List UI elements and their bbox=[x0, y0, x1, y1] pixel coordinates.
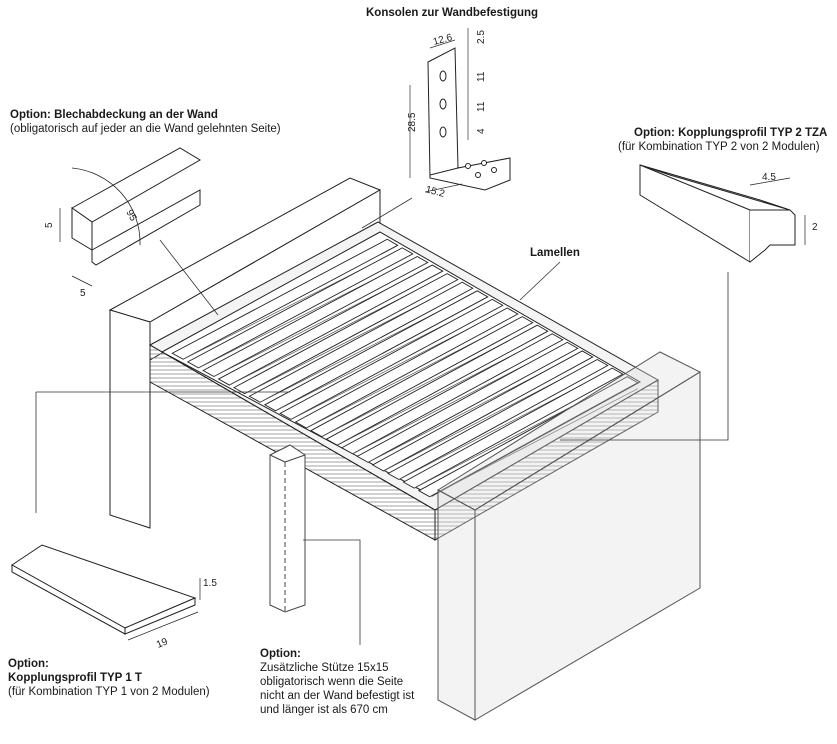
louvre-blade bbox=[279, 298, 504, 420]
louvres bbox=[171, 238, 639, 498]
louvre-shadow bbox=[429, 388, 638, 498]
type1-line1: Option: bbox=[8, 658, 49, 670]
support-line4: nicht an der Wand befestigt ist bbox=[260, 690, 415, 702]
louvre-blade bbox=[417, 376, 639, 498]
tza-profile-detail bbox=[639, 164, 806, 263]
louvre-blade bbox=[402, 367, 624, 489]
type1-profile-detail bbox=[11, 544, 201, 641]
dim-console-h1: 11 bbox=[476, 71, 487, 82]
dim-console-total: 28.5 bbox=[407, 112, 418, 132]
dim-cover-r: 95 bbox=[123, 208, 138, 224]
console-bracket bbox=[427, 47, 511, 191]
support-line5: und länger ist als 670 cm bbox=[260, 704, 388, 716]
louvre-blade bbox=[171, 238, 399, 360]
dim-tza-h: 2 bbox=[812, 222, 818, 233]
tza-subtitle: (für Kombination TYP 2 von 2 Modulen) bbox=[618, 141, 820, 153]
louvre-blade bbox=[202, 255, 429, 377]
console-dimensions bbox=[409, 28, 469, 193]
pillar-right bbox=[437, 351, 702, 721]
louvre-blade bbox=[340, 333, 564, 455]
type1-line3: (für Kombination TYP 1 von 2 Modulen) bbox=[8, 686, 210, 698]
sheet-cover-subtitle: (obligatorisch auf jeder an die Wand gel… bbox=[10, 123, 281, 135]
dim-cover-w: 5 bbox=[80, 288, 86, 299]
louvre-blade bbox=[217, 264, 444, 386]
louvre-blade bbox=[310, 316, 534, 438]
support-line3: obligatorisch wenn die Seite bbox=[260, 676, 404, 688]
leader-lines bbox=[35, 197, 729, 645]
dim-console-top: 2.5 bbox=[476, 30, 487, 44]
dim-t1-w: 19 bbox=[155, 636, 170, 651]
support-line1: Option: bbox=[260, 648, 301, 660]
louvre-blade bbox=[371, 350, 594, 472]
dim-cover-h: 5 bbox=[44, 222, 55, 228]
louvre-blade bbox=[325, 324, 549, 446]
type1-line2: Kopplungsprofil TYP 1 T bbox=[8, 672, 142, 684]
dim-console-h3: 4 bbox=[476, 128, 487, 134]
dim-console-h2: 11 bbox=[476, 101, 487, 112]
dim-console-depth: 15.2 bbox=[424, 184, 446, 200]
support-post bbox=[269, 444, 306, 613]
louvre-blade bbox=[248, 281, 474, 403]
dim-tza-w: 4.5 bbox=[762, 172, 776, 183]
louvre-blade bbox=[356, 341, 579, 463]
louvre-blade bbox=[294, 307, 519, 429]
louvre-blade bbox=[186, 247, 414, 369]
sheet-cover-detail bbox=[59, 147, 201, 287]
consoles-title: Konsolen zur Wandbefestigung bbox=[366, 7, 539, 19]
tza-title: Option: Kopplungsprofil TYP 2 TZA bbox=[634, 127, 828, 139]
louvres-label: Lamellen bbox=[530, 247, 580, 259]
louvre-blade bbox=[387, 359, 609, 481]
support-line2: Zusätzliche Stütze 15x15 bbox=[260, 662, 389, 674]
wall bbox=[108, 177, 382, 529]
louvre-blade bbox=[263, 290, 489, 412]
sheet-cover-title: Option: Blechabdeckung an der Wand bbox=[10, 109, 218, 121]
dim-console-w: 12.6 bbox=[432, 32, 454, 48]
dim-t1-h: 1.5 bbox=[203, 578, 217, 589]
